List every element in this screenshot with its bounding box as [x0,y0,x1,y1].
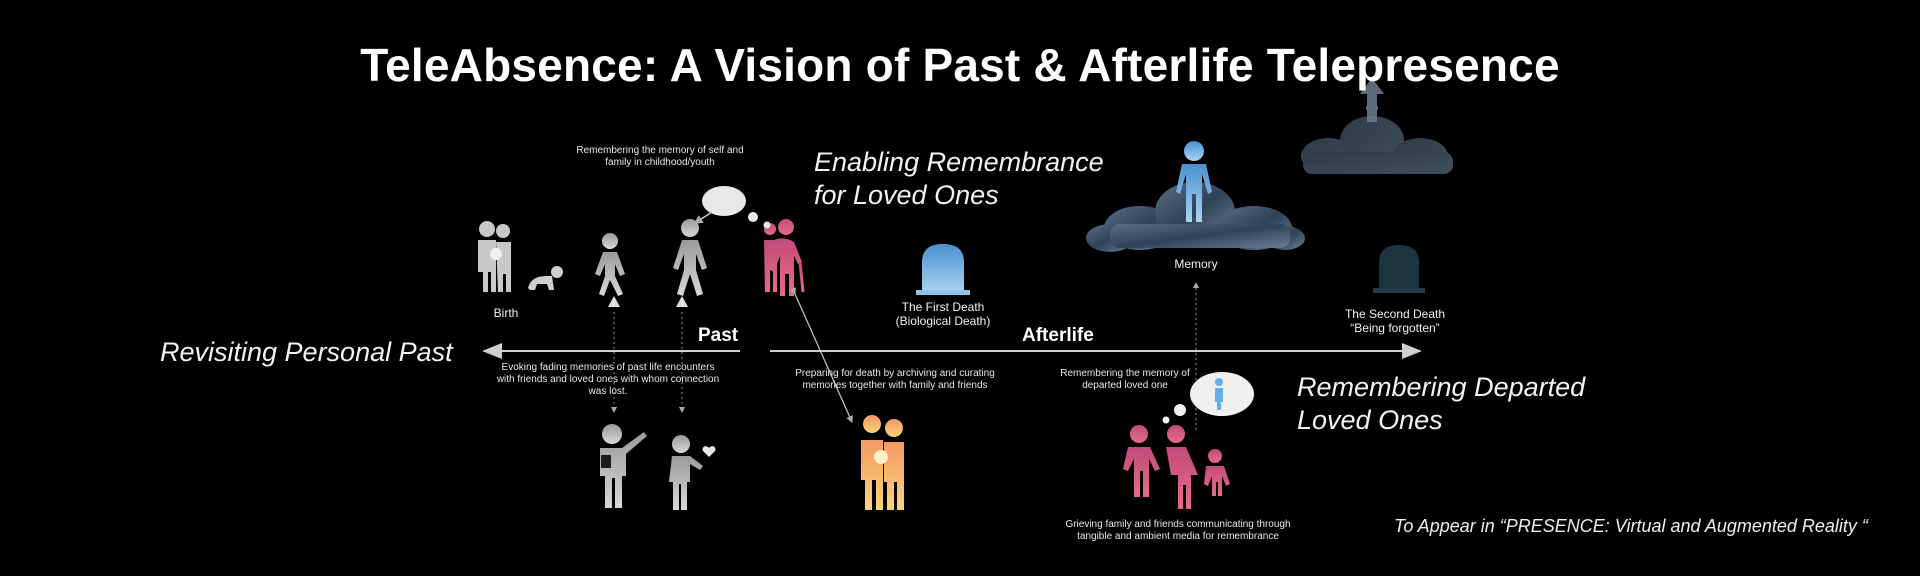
caption-departed: Remembering the memory of departed loved… [1050,368,1200,392]
caption-evoking-line1: Evoking fading memories of past life enc… [501,362,715,373]
elderly-figure-icon [764,219,805,296]
publication-citation: To Appear in “PRESENCE: Virtual and Augm… [1394,516,1868,536]
grieving-family-icon [1123,425,1230,509]
heart-icon [702,446,716,457]
section-enabling-line2: for Loved Ones [814,180,999,210]
caption-evoking-line3: was lost. [588,386,628,397]
caption-childhood: Remembering the memory of self and famil… [560,145,760,169]
label-birth: Birth [493,306,519,320]
caption-preparing-line1: Preparing for death by archiving and cur… [795,368,995,379]
caption-departed-line2: departed loved one [1082,380,1168,391]
label-first-death-line1: The First Death [901,300,985,314]
fading-cloud-icon [1301,116,1453,174]
caption-preparing-line2: memories together with family and friend… [802,380,988,391]
label-first-death: The First Death (Biological Death) [880,300,1006,328]
caption-evoking: Evoking fading memories of past life enc… [488,362,728,398]
caption-evoking-line2: with friends and loved ones with whom co… [496,374,720,385]
caption-grieving-line2: tangible and ambient media for remembran… [1077,531,1279,542]
tombstone-second-death-icon [1373,245,1425,293]
caption-childhood-line2: family in childhood/youth [605,157,715,168]
section-revisiting-past: Revisiting Personal Past [160,337,453,367]
label-second-death-line2: “Being forgotten” [1350,321,1440,335]
crawling-baby-icon [528,266,563,290]
tombstone-first-death-icon [916,244,970,295]
memory-arrow-to-youth [693,211,713,224]
child-marker-triangle [608,296,620,307]
friend-heart-icon [669,435,716,510]
ascending-arrow-icon [1360,78,1384,122]
label-second-death-line1: The Second Death [1344,307,1446,321]
section-enabling-remembrance: Enabling Remembrance for Loved Ones [814,146,1104,212]
family-archiving-icon [861,415,904,510]
child-figure-icon [595,233,625,296]
label-memory: Memory [1174,257,1218,271]
caption-grieving: Grieving family and friends communicatin… [1052,519,1304,543]
connector-elderly-family [789,287,853,424]
youth-marker-triangle [676,296,688,307]
caption-preparing: Preparing for death by archiving and cur… [780,368,1010,392]
youth-figure-icon [673,219,707,296]
memory-cloud-icon [1086,182,1305,252]
departed-person-icon [1215,378,1223,410]
section-remembering-line1: Remembering Departed [1297,372,1586,402]
label-first-death-line2: (Biological Death) [895,314,991,328]
axis-label-afterlife: Afterlife [1022,325,1094,346]
caption-grieving-line1: Grieving family and friends communicatin… [1065,519,1291,530]
friend-pointing-icon [600,424,647,508]
page-title: TeleAbsence: A Vision of Past & Afterlif… [360,39,1560,91]
caption-childhood-line1: Remembering the memory of self and [576,145,744,156]
thought-bubble-icon [702,186,771,229]
section-remembering-departed: Remembering Departed Loved Ones [1297,371,1585,437]
label-second-death: The Second Death “Being forgotten” [1330,307,1460,335]
caption-departed-line1: Remembering the memory of [1060,368,1190,379]
section-enabling-line1: Enabling Remembrance [814,147,1104,177]
axis-label-past: Past [698,325,739,346]
section-remembering-line2: Loved Ones [1297,405,1443,435]
birth-parent-icon [478,221,511,292]
memory-person-icon [1176,141,1212,222]
